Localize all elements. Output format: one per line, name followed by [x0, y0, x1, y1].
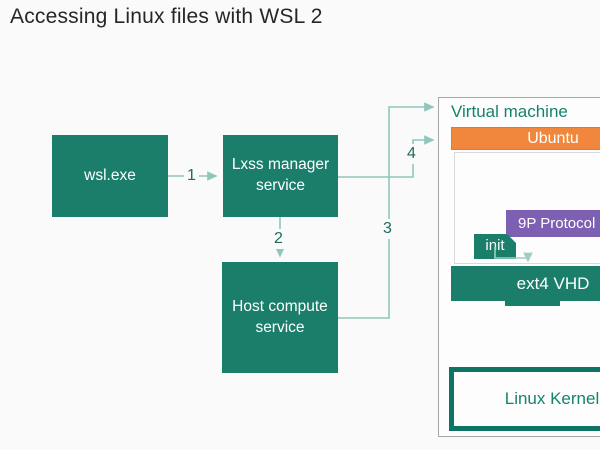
node-ext4-vhd-label: ext4 VHD	[516, 273, 590, 293]
node-ubuntu-label: Ubuntu	[527, 129, 579, 147]
node-9p-protocol-server: 9P Protocol Server	[506, 210, 600, 237]
node-lxss-manager-service: Lxss manager service	[223, 135, 338, 217]
node-init-label: init	[485, 237, 505, 255]
page-title: Accessing Linux files with WSL 2	[10, 5, 323, 28]
connector-label-2: 2	[271, 229, 286, 249]
ubuntu-distro-container: 9P Protocol Server init bash	[454, 152, 600, 264]
node-wsl-exe: wsl.exe	[52, 135, 168, 217]
node-init: init	[474, 234, 516, 259]
node-virtual-machine: Virtual machine Ubuntu 9P Protocol Serve…	[438, 97, 600, 437]
node-wsl-exe-label: wsl.exe	[84, 166, 136, 184]
connector-label-1: 1	[184, 166, 199, 186]
virtual-machine-title: Virtual machine	[451, 102, 568, 121]
connector-label-4: 4	[404, 144, 419, 164]
node-ubuntu: Ubuntu	[451, 127, 600, 150]
node-host-compute-service: Host compute service	[222, 262, 338, 373]
connector-label-3: 3	[380, 219, 395, 239]
node-host-compute-service-label: Host compute service	[232, 297, 328, 336]
connector-3-hcs-to-vm	[338, 102, 435, 319]
node-lxss-manager-service-label: Lxss manager service	[231, 156, 330, 194]
node-9p-protocol-server-label: 9P Protocol Server	[518, 215, 600, 232]
node-linux-kernel: Linux Kernel	[449, 367, 600, 431]
node-linux-kernel-label: Linux Kernel	[504, 389, 600, 408]
node-ext4-vhd: ext4 VHD	[451, 266, 600, 301]
